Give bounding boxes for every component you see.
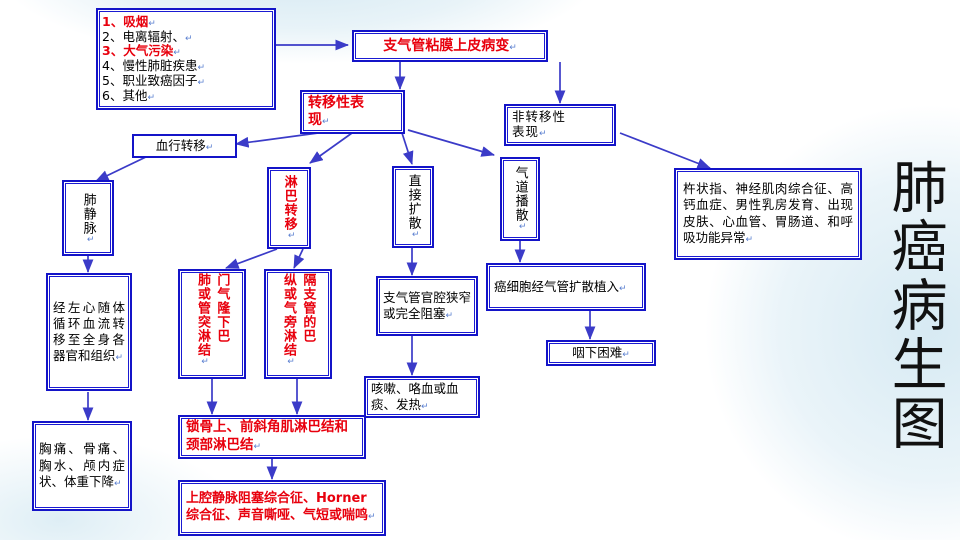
node-lymphatic[interactable]: 淋巴转移↵ [267,167,311,249]
node-systemic-symptoms-label: 胸痛、骨痛、胸水、颅内症状、体重下降 [39,441,125,489]
node-systemic-symptoms[interactable]: 胸痛、骨痛、胸水、颅内症状、体重下降↵ [32,421,132,511]
mediastinal-col-left: 纵或气旁淋结↵ [281,272,296,368]
node-pulmonary-vein-label: 肺静脉 [80,193,96,235]
risk-factors-list: 1、吸烟↵ 2、电离辐射、↵ 3、大气污染↵ 4、慢性肺脏疾患↵ 5、职业致癌因… [98,13,274,106]
node-metastatic[interactable]: 转移性表 现↵ [300,90,405,134]
node-airway-obstruction[interactable]: 支气管官腔狭窄或完全阻塞↵ [376,276,478,336]
risk-factor-item: 5、职业致癌因子↵ [102,72,206,88]
node-dysphagia[interactable]: 咽下困难↵ [546,340,656,366]
node-non-metastatic-label: 非转移性 表现 [512,109,567,139]
node-metastatic-label: 转移性表 现 [308,95,364,128]
node-systemic-circulation-label: 经左心随体循环血流转移至全身各器官和组织 [53,299,125,363]
risk-factor-item: 2、电离辐射、↵ [102,28,193,44]
page-title-text: 肺癌病生图 [882,158,948,453]
node-hematogenous-label: 血行转移 [155,137,206,153]
hilar-col-left: 肺或管突淋结↵ [195,272,210,368]
node-supraclavicular-nodes[interactable]: 锁骨上、前斜角肌淋巴结和颈部淋巴结↵ [178,415,366,459]
risk-factor-item: 3、大气污染↵ [102,43,181,59]
node-cancer-cell-implant-label: 癌细胞经气管扩散植入 [494,278,620,294]
hilar-col-right: 门气隆下巴 [214,272,230,343]
node-lymphatic-label: 淋巴转移 [281,174,297,231]
node-supraclavicular-nodes-label: 锁骨上、前斜角肌淋巴结和颈部淋巴结 [186,419,348,453]
node-hilar-lymph-nodes[interactable]: 门气隆下巴 肺或管突淋结↵ [178,269,246,379]
node-svc-syndrome[interactable]: 上腔静脉阻塞综合征、Horner 综合征、声音嘶哑、气短或喘鸣↵ [178,480,386,536]
node-airway-obstruction-label: 支气管官腔狭窄或完全阻塞 [383,289,471,321]
node-airway-spread-label: 气道播散 [512,165,528,222]
node-bronchial-lesion[interactable]: 支气管粘膜上皮病变↵ [352,30,548,62]
node-svc-syndrome-label: 上腔静脉阻塞综合征、Horner 综合征、声音嘶哑、气短或喘鸣 [186,491,369,523]
page-title: 肺癌病生图 [882,158,947,453]
node-systemic-circulation[interactable]: 经左心随体循环血流转移至全身各器官和组织↵ [46,273,132,391]
risk-factor-item: 4、慢性肺脏疾患↵ [102,58,206,73]
node-cough-symptoms[interactable]: 咳嗽、咯血或血痰、发热↵ [364,376,480,418]
risk-factor-item: 6、其他↵ [102,87,156,103]
node-airway-spread[interactable]: 气道播散↵ [500,157,540,241]
node-non-metastatic[interactable]: 非转移性 表现↵ [504,104,616,146]
node-paraneoplastic-label: 杵状指、神经肌肉综合征、高钙血症、男性乳房发育、出现皮肤、心血管、胃肠道、和呼吸… [683,180,853,246]
mediastinal-col-right: 隔支管的巴 [300,272,316,343]
node-pulmonary-vein[interactable]: 肺静脉↵ [62,180,114,256]
node-mediastinal-lymph-nodes[interactable]: 隔支管的巴 纵或气旁淋结↵ [264,269,332,379]
node-paraneoplastic[interactable]: 杵状指、神经肌肉综合征、高钙血症、男性乳房发育、出现皮肤、心血管、胃肠道、和呼吸… [674,168,862,260]
node-bronchial-lesion-label: 支气管粘膜上皮病变 [383,37,510,54]
node-cough-symptoms-label: 咳嗽、咯血或血痰、发热 [371,380,459,412]
node-direct-spread[interactable]: 直接扩散↵ [392,166,434,248]
node-hematogenous[interactable]: 血行转移↵ [132,134,237,158]
node-risk-factors[interactable]: 1、吸烟↵ 2、电离辐射、↵ 3、大气污染↵ 4、慢性肺脏疾患↵ 5、职业致癌因… [96,8,276,110]
node-dysphagia-label: 咽下困难 [572,344,623,360]
node-direct-spread-label: 直接扩散 [405,173,421,230]
risk-factor-item: 1、吸烟↵ [102,13,156,29]
node-cancer-cell-implant[interactable]: 癌细胞经气管扩散植入↵ [486,263,646,311]
